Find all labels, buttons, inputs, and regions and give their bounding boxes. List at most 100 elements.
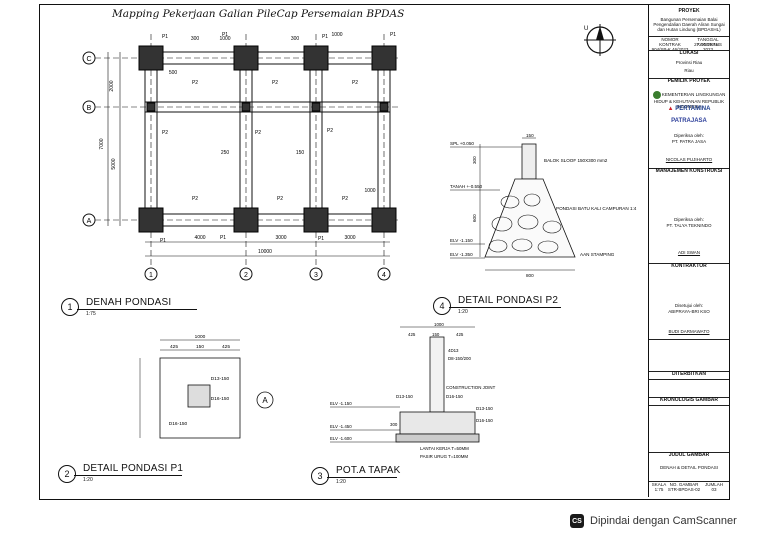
dim-top-3: 300 (291, 36, 300, 42)
p1-dim-425b: 425 (222, 344, 230, 350)
tb-lokasi-text: Provinsi Riau (675, 60, 703, 65)
tb-disetujui: Disetujui oleh: (674, 303, 704, 308)
p1-dim-425a: 425 (170, 344, 178, 350)
label-p1-e: P1 (160, 238, 166, 244)
dim-top-2: 1000 (219, 36, 230, 42)
p2-dim-150: 150 (526, 133, 534, 138)
tb-pt-patra: PT. PATRA JASA (671, 139, 707, 144)
pot-elv-2: ELV -1.450 (330, 424, 352, 429)
label-p2-f: P2 (327, 128, 333, 134)
tb-diterbitkan-header: DITERBITKAN (649, 371, 729, 377)
pot-tapak-section: 1000 425 150 425 300 4D13 D8-150/200 CON… (330, 322, 496, 459)
tb-drafter: BUDI DARMAWATO (668, 329, 710, 334)
view-4-scale: 1:20 (458, 309, 468, 315)
tb-nomor-value: 904/SP-K.46/2023 (651, 47, 689, 52)
dim-500: 500 (169, 70, 178, 76)
view-2-title: DETAIL PONDASI P1 (83, 463, 184, 474)
tb-diperiksa: Diperiksa oleh: (674, 133, 704, 138)
tb-tanggal-label: TANGGAL KONTRAK (697, 37, 719, 47)
label-p2-e: P2 (255, 130, 261, 136)
tb-kronologis-table (649, 405, 729, 446)
tb-kontrak-values: 904/SP-K.46/2023 27 AGUSTUS 2023 (649, 42, 729, 52)
pot-dim-150: 150 (432, 332, 440, 337)
dim-left-1: 2000 (109, 80, 115, 91)
dim-top-4: 1000 (331, 32, 342, 38)
view-4-underline (449, 307, 561, 308)
tb-signature-table (649, 339, 729, 370)
view-1-scale: 1:75 (86, 311, 96, 317)
pot-dim-300: 300 (390, 422, 398, 427)
tb-no-gambar-value: STR-BPDAS-02 (667, 487, 701, 492)
north-label: U (584, 26, 588, 32)
pot-label-d8: D8-150/200 (448, 356, 472, 361)
dim-250: 250 (221, 150, 230, 156)
p2-dim-600: 600 (472, 214, 477, 222)
p1-rebar-2: D16-150 (169, 421, 188, 427)
tb-mk-header: MANAJEMEN KONSTRUKSI (649, 168, 729, 174)
grid-row-A: A (87, 218, 92, 225)
view-2-scale: 1:20 (83, 477, 93, 483)
grid-row-C: C (86, 56, 91, 63)
tb-kronologis-header: KRONOLOGIS GAMBAR (649, 397, 729, 403)
label-p2-g: P2 (192, 196, 198, 202)
grid-col-4: 4 (382, 272, 386, 279)
kementerian-logo-icon (652, 91, 661, 99)
pot-dim-425a: 425 (408, 332, 416, 337)
dim-left-2: 7000 (99, 138, 105, 149)
p1-rebar-1: D13-150 (211, 376, 230, 382)
pot-label-d13b: D13-150 (396, 394, 413, 399)
foundation-plan: C B A 1 2 3 4 4000 3000 3000 10000 300 1… (82, 32, 400, 281)
tb-jumlah-label: JUMLAH (704, 482, 723, 487)
label-p2-b: P2 (272, 80, 278, 86)
label-p2-c: P2 (352, 80, 358, 86)
pertamina-logo-icon: ▲ (667, 106, 674, 112)
label-p2-d: P2 (162, 130, 168, 136)
north-arrow-icon: U (584, 24, 616, 56)
label-p1-b: P1 (222, 32, 228, 38)
dim-bottom-2: 3000 (275, 235, 286, 241)
tb-diperiksa-mk: Diperiksa oleh: (674, 217, 704, 222)
label-p1-c: P1 (322, 34, 328, 40)
p2-dim-300: 300 (472, 156, 477, 164)
tb-patrajasa: PATRAJASA (671, 118, 707, 124)
dim-overall: 10000 (258, 249, 272, 255)
p1-rebar-3: D16-150 (211, 396, 230, 402)
pot-label-d16b: D16-150 (476, 418, 493, 423)
pot-label-d13a: D13-150 (476, 406, 493, 411)
pot-dim-425b: 425 (456, 332, 464, 337)
title-block: PROYEK Bangunan Persemaian Balai Pengend… (648, 5, 729, 497)
tb-jumlah-value: 03 (711, 487, 717, 492)
tb-pt-talya: PT. TALYA TEKNINDO (666, 223, 712, 228)
grid-col-1: 1 (149, 272, 153, 279)
dim-bottom-1: 4000 (194, 235, 205, 241)
pot-dim-1000: 1000 (434, 322, 444, 327)
p2-tanah-label: TANAH +-0.550 (450, 184, 483, 189)
tb-nama-mk: ADI SWAN (677, 250, 701, 255)
tb-pemilik-header: PEMILIK PROYEK (649, 78, 729, 84)
pot-label-pasir: PASIR URUG T=100MM (420, 454, 468, 459)
tb-kontraktor-header: KONTRAKTOR (649, 263, 729, 269)
view-3-scale: 1:20 (336, 479, 346, 485)
view-4-number: 4 (433, 297, 451, 315)
drawing-sheet (39, 4, 730, 500)
tb-pertamina-text: PERTAMINA (675, 106, 711, 112)
label-p2-h: P2 (277, 196, 283, 202)
label-p1-d: P1 (390, 32, 396, 38)
tb-judul-value: DENAH & DETAIL PONDASI (659, 465, 718, 470)
pot-elv-1: ELV -1.150 (330, 401, 352, 406)
tb-kementerian-text: KEMENTERIAN LINGKUNGAN HIDUP & KEHUTANAN… (653, 92, 726, 109)
grid-col-3: 3 (314, 272, 318, 279)
detail-p1-plan: 1000 425 150 425 D13-150 D16-150 D16-150… (139, 334, 274, 439)
view-2-underline (74, 475, 182, 476)
label-p1-f: P1 (220, 235, 226, 241)
p1-dim-1000: 1000 (195, 334, 206, 340)
tb-skala-label: SKALA (651, 482, 667, 487)
label-p2-i: P2 (342, 196, 348, 202)
grid-col-2: 2 (244, 272, 248, 279)
dim-top-1: 300 (191, 36, 200, 42)
camscanner-watermark: CS Dipindai dengan CamScanner (570, 513, 737, 529)
tb-tanggal-value: 27 AGUSTUS 2023 (694, 42, 722, 52)
p2-dim-800: 800 (526, 273, 534, 278)
view-4-title: DETAIL PONDASI P2 (458, 295, 559, 306)
